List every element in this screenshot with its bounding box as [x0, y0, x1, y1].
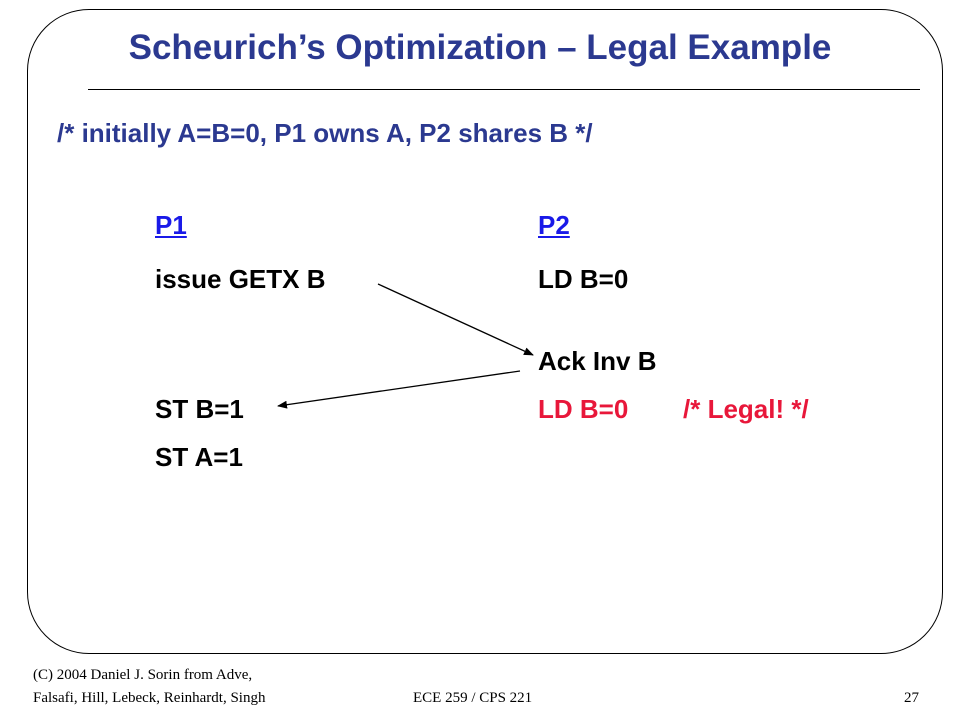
initial-state-comment: /* initially A=B=0, P1 owns A, P2 shares…: [57, 118, 593, 148]
legal-note: /* Legal! */: [683, 394, 809, 424]
course-label: ECE 259 / CPS 221: [413, 690, 533, 706]
p1-store-b: ST B=1: [155, 394, 244, 424]
page-number: 27: [904, 690, 919, 706]
copyright-line-1: (C) 2004 Daniel J. Sorin from Adve,: [33, 667, 253, 683]
p1-header: P1: [155, 210, 187, 240]
p2-ack-inv: Ack Inv B: [538, 346, 657, 376]
p2-header: P2: [538, 210, 570, 240]
ack-arrow: [277, 370, 521, 409]
p1-store-a: ST A=1: [155, 442, 243, 472]
p2-load-b: LD B=0: [538, 264, 629, 294]
p1-issue-getx: issue GETX B: [155, 264, 326, 294]
p2-load-b-again: LD B=0: [538, 394, 629, 424]
slide-frame: [27, 9, 943, 654]
copyright-line-2: Falsafi, Hill, Lebeck, Reinhardt, Singh: [33, 690, 266, 706]
getx-arrow: [377, 283, 534, 356]
slide-title: Scheurich’s Optimization – Legal Example: [128, 28, 832, 67]
title-divider: [88, 89, 920, 90]
